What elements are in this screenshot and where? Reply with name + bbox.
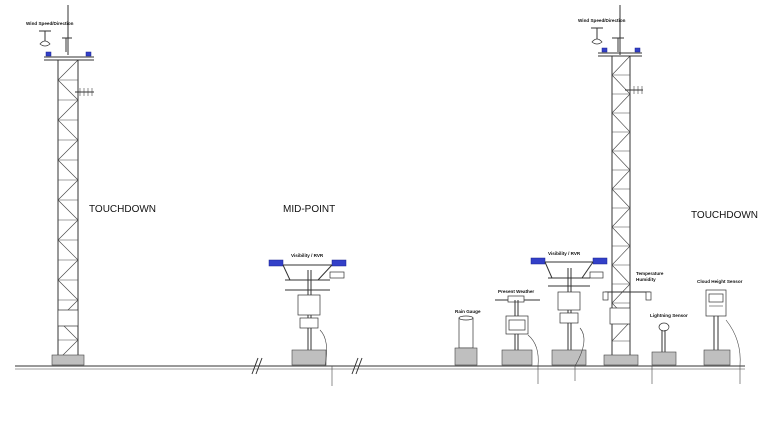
lightning-sensor-label: Lightning Sensor	[650, 313, 688, 318]
tower-base-left	[51, 309, 85, 366]
wind-sensor-right	[591, 5, 642, 57]
visibility-sensor-right	[530, 257, 608, 367]
humidity-label: Humidity	[636, 277, 656, 282]
rain-gauge-label: Rain Gauge	[455, 309, 481, 314]
present-weather-sensor	[495, 295, 540, 367]
temperature-humidity-sensor	[602, 291, 652, 366]
lattice-tower-right	[611, 55, 631, 355]
ground-line	[15, 357, 745, 386]
rain-gauge	[454, 315, 478, 366]
present-weather-label: Present Weather	[498, 289, 534, 294]
antenna-right	[625, 86, 643, 94]
wind-label-left: Wind Speed/Direction	[26, 21, 74, 26]
wind-sensor-left	[39, 5, 94, 61]
cloud-height-sensor	[703, 289, 741, 367]
section-label-midpoint: MID-POINT	[283, 204, 335, 215]
visibility-label-mid: Visibility / RVR	[291, 253, 324, 258]
wind-label-right: Wind Speed/Direction	[578, 18, 626, 23]
lightning-sensor	[651, 322, 677, 366]
antenna-left	[75, 88, 94, 96]
section-label-touchdown-left: TOUCHDOWN	[89, 204, 156, 215]
visibility-sensor-mid	[268, 259, 347, 367]
temperature-label: Temperature	[636, 271, 664, 276]
section-label-touchdown-right: TOUCHDOWN	[691, 210, 758, 221]
cloud-height-label: Cloud Height Sensor	[697, 279, 743, 284]
visibility-label-right: Visibility / RVR	[548, 251, 581, 256]
